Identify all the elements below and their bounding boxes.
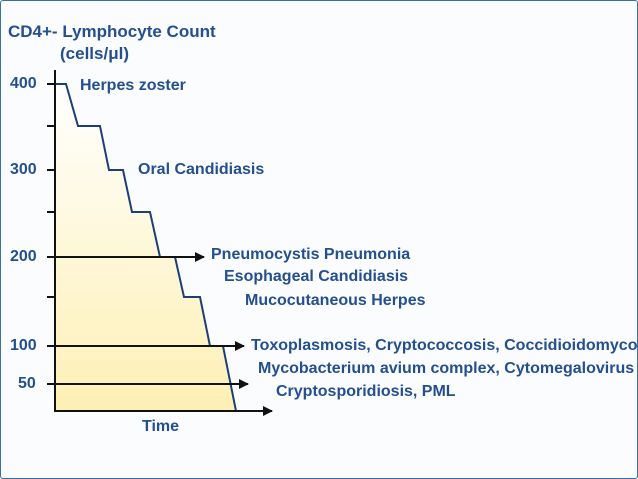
y-tick-100: 100 (10, 337, 37, 354)
label-mycobacterium: Mycobacterium avium complex, Cytomegalov… (258, 360, 635, 377)
y-axis-units: (cells/μl) (60, 44, 129, 63)
y-tick-200: 200 (10, 248, 37, 265)
y-tick-50: 50 (18, 375, 36, 392)
x-axis-label: Time (142, 418, 180, 435)
y-tick-300: 300 (10, 161, 37, 178)
label-esophageal-candidiasis: Esophageal Candidiasis (224, 268, 409, 285)
label-mucocutaneous-herpes: Mucocutaneous Herpes (245, 292, 426, 309)
y-axis-title: CD4+- Lymphocyte Count (8, 22, 216, 41)
cd4-area-fill (55, 84, 236, 411)
label-toxoplasmosis: Toxoplasmosis, Cryptococcosis, Coccidioi… (251, 337, 638, 354)
y-axis-ticks (47, 83, 55, 385)
label-cryptosporidiosis: Cryptosporidiosis, PML (276, 383, 456, 400)
label-pneumocystis: Pneumocystis Pneumonia (211, 246, 411, 263)
label-oral-candidiasis: Oral Candidiasis (138, 161, 265, 178)
cd4-decline-curve (55, 83, 237, 412)
label-herpes-zoster: Herpes zoster (80, 77, 186, 94)
y-tick-400: 400 (10, 75, 37, 92)
